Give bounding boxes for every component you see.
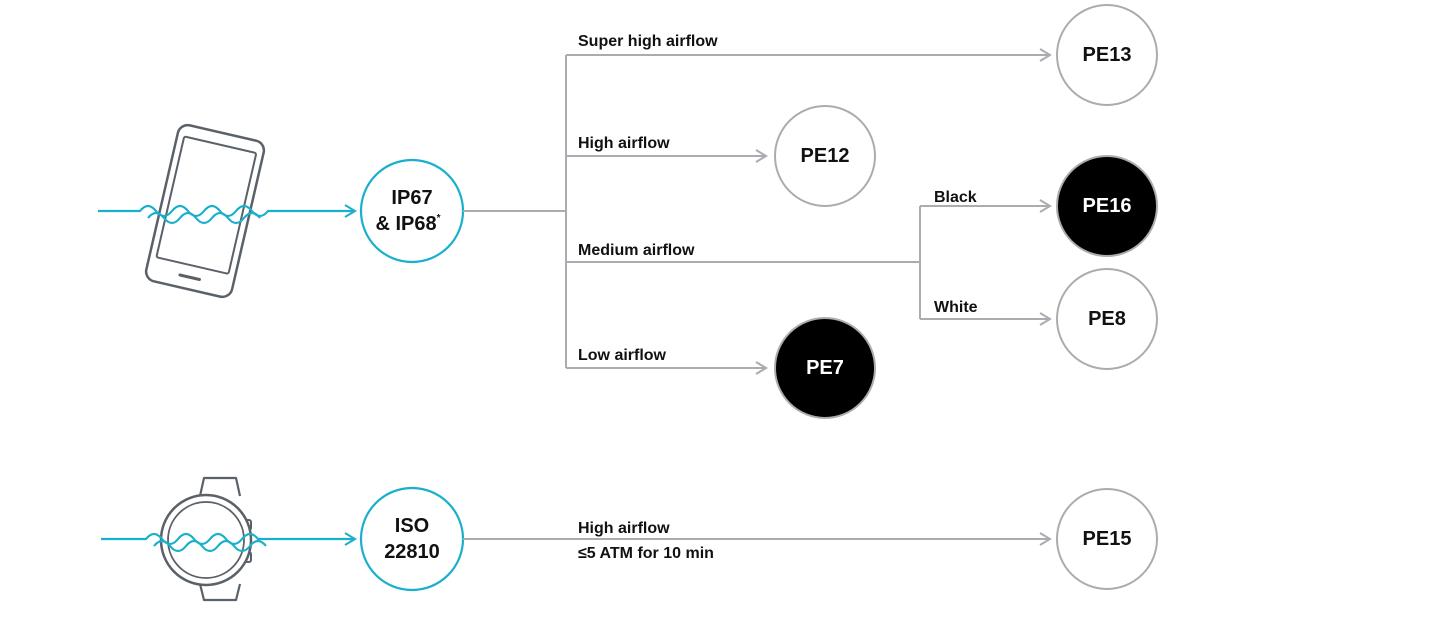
ip-line2-text: & IP68 [375, 213, 436, 235]
product-label-pe15: PE15 [1083, 528, 1132, 550]
iso-line1: ISO [395, 515, 429, 537]
water-wave-watch [101, 532, 357, 553]
product-label-pe12: PE12 [801, 145, 850, 167]
product-node-pe8: PE8 [1056, 268, 1158, 370]
water-wave-phone [98, 204, 357, 225]
branch-label-iso-condition: ≤5 ATM for 10 min [578, 545, 714, 562]
ip-footnote-mark: * [437, 213, 441, 224]
branch-label-super-high-airflow: Super high airflow [578, 33, 718, 50]
branch-label-high-airflow: High airflow [578, 135, 670, 152]
iso-standard-node: ISO 22810 [359, 486, 465, 592]
branch-label-black: Black [934, 189, 977, 206]
ip-line2: & IP68* [375, 213, 440, 235]
product-label-pe13: PE13 [1083, 44, 1132, 66]
branch-label-low-airflow: Low airflow [578, 347, 667, 364]
product-node-pe15: PE15 [1056, 488, 1158, 590]
branch-label-iso-high-airflow: High airflow [578, 520, 670, 537]
product-node-pe13: PE13 [1056, 4, 1158, 106]
product-label-pe8: PE8 [1088, 308, 1126, 330]
branch-label-medium-airflow: Medium airflow [578, 242, 695, 259]
product-node-pe12: PE12 [774, 105, 876, 207]
product-node-pe7: PE7 [774, 317, 876, 419]
ip-line1: IP67 [391, 187, 432, 209]
product-label-pe16: PE16 [1083, 195, 1132, 217]
iso-line2: 22810 [384, 541, 440, 563]
smartwatch-icon [159, 476, 253, 602]
product-node-pe16: PE16 [1056, 155, 1158, 257]
ip-standard-node: IP67 & IP68* [359, 158, 465, 264]
tree-connectors [463, 48, 1052, 375]
product-label-pe7: PE7 [806, 357, 844, 379]
branch-label-white: White [934, 299, 978, 316]
